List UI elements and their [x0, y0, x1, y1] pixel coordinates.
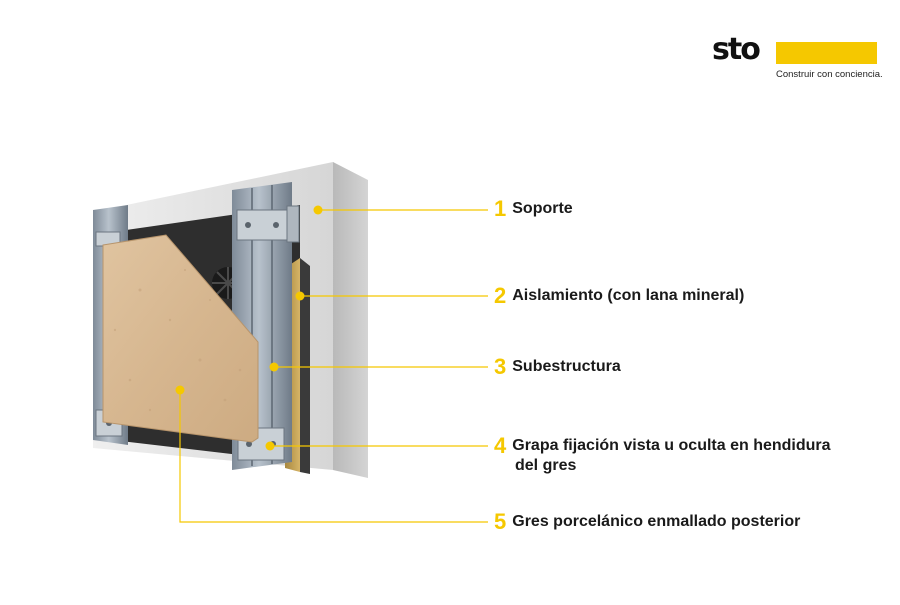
- insulation-side-dark: [300, 258, 310, 474]
- label-5: 5 Gres porcelánico enmallado posterior: [494, 509, 800, 535]
- label-2: 2 Aislamiento (con lana mineral): [494, 283, 744, 309]
- panel-texture: [113, 268, 242, 412]
- label-text-4-line2: del gres: [515, 457, 577, 474]
- label-number-2: 2: [494, 283, 507, 308]
- leader-dot-5: [175, 385, 185, 395]
- label-number-5: 5: [494, 509, 507, 534]
- label-1: 1 Soporte: [494, 196, 573, 222]
- leader-dots: [175, 205, 323, 451]
- support-wall-side: [333, 162, 368, 478]
- label-text-4: Grapa fijación vista u oculta en hendidu…: [512, 437, 831, 454]
- logo-yellow-bar: [776, 42, 877, 64]
- label-number-4: 4: [494, 433, 507, 458]
- label-3: 3 Subestructura: [494, 354, 621, 380]
- label-4: 4 Grapa fijación vista u oculta en hendid…: [494, 433, 831, 459]
- label-text-5: Gres porcelánico enmallado posterior: [512, 513, 801, 530]
- leader-lines: [179, 209, 488, 523]
- label-number-3: 3: [494, 354, 507, 379]
- label-text-1: Soporte: [512, 200, 573, 217]
- bracket-top-right: [236, 205, 300, 243]
- sto-logo: sto Construir con conciencia.: [712, 32, 883, 88]
- logo-tagline: Construir con conciencia.: [776, 69, 883, 80]
- label-text-3: Subestructura: [512, 358, 621, 375]
- label-text-2: Aislamiento (con lana mineral): [512, 287, 745, 304]
- logo-wordmark: sto: [712, 32, 761, 67]
- leader-dot-1: [313, 205, 323, 215]
- leader-dot-2: [295, 291, 305, 301]
- porcelain-panel: [102, 234, 259, 443]
- leader-dot-4: [265, 441, 275, 451]
- leader-line-5: [179, 390, 488, 523]
- leader-dot-3: [269, 362, 279, 372]
- label-number-1: 1: [494, 196, 507, 221]
